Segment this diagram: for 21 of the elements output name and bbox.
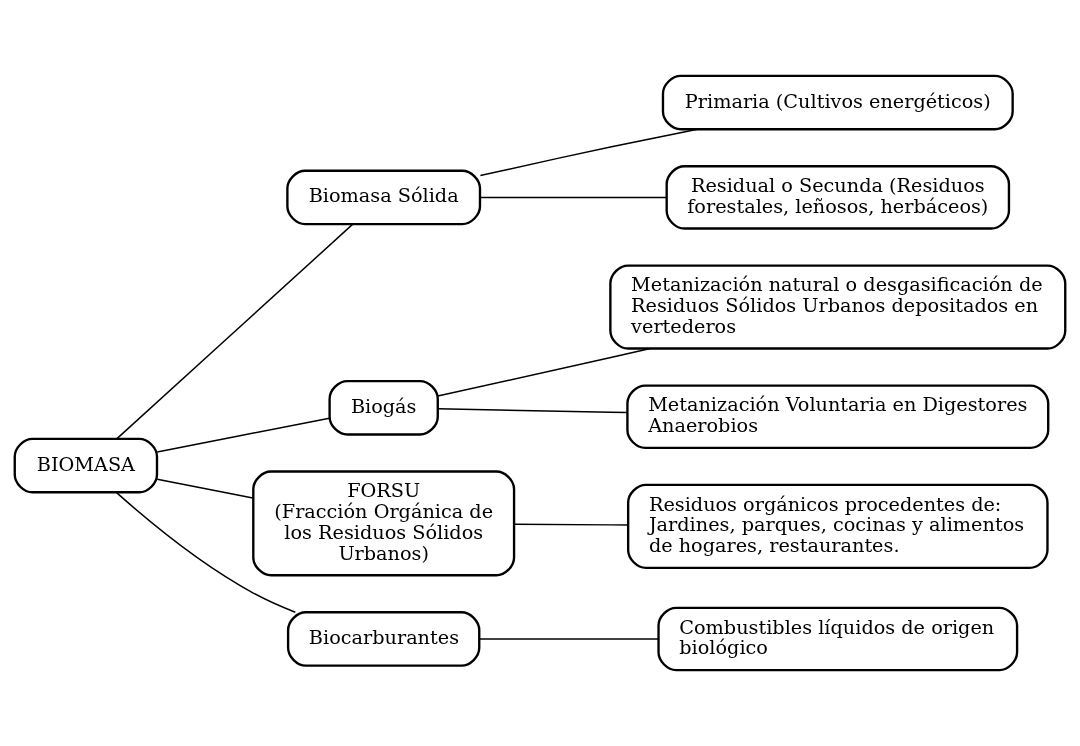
connector <box>479 196 668 199</box>
node-box: Primaria (Cultivos energéticos) <box>661 74 1014 131</box>
node-box: Metanización natural o desgasificación de Residuos Sólidos Urbanos depositados en vertederos <box>609 264 1067 350</box>
node-box: Combustibles líquidos de origen biológico <box>657 606 1019 672</box>
node-box: Biogás <box>328 379 439 436</box>
node-box: Metanización Voluntaria en Digestores Anaerobios <box>626 384 1050 449</box>
node-box: Residual o Secunda (Residuos forestales, leñosos, herbáceos) <box>665 165 1011 230</box>
node-box: Residuos orgánicos procedentes de: Jardines, parques, cocinas y alimentos de hogares, restaurantes. <box>626 483 1049 570</box>
node-box: FORSU (Fracción Orgánica de los Residuos Sólidos Urbanos) <box>252 470 516 577</box>
connector <box>437 347 652 397</box>
connector <box>115 223 354 440</box>
connector <box>115 491 297 613</box>
node-box: BIOMASA <box>13 437 159 494</box>
connector <box>437 408 628 414</box>
node-box: Biomasa Sólida <box>286 169 482 226</box>
connector <box>156 478 254 499</box>
connector <box>513 523 629 526</box>
connector <box>156 417 331 453</box>
connector <box>479 128 699 177</box>
node-box: Biocarburantes <box>286 611 481 667</box>
connector <box>479 638 660 640</box>
